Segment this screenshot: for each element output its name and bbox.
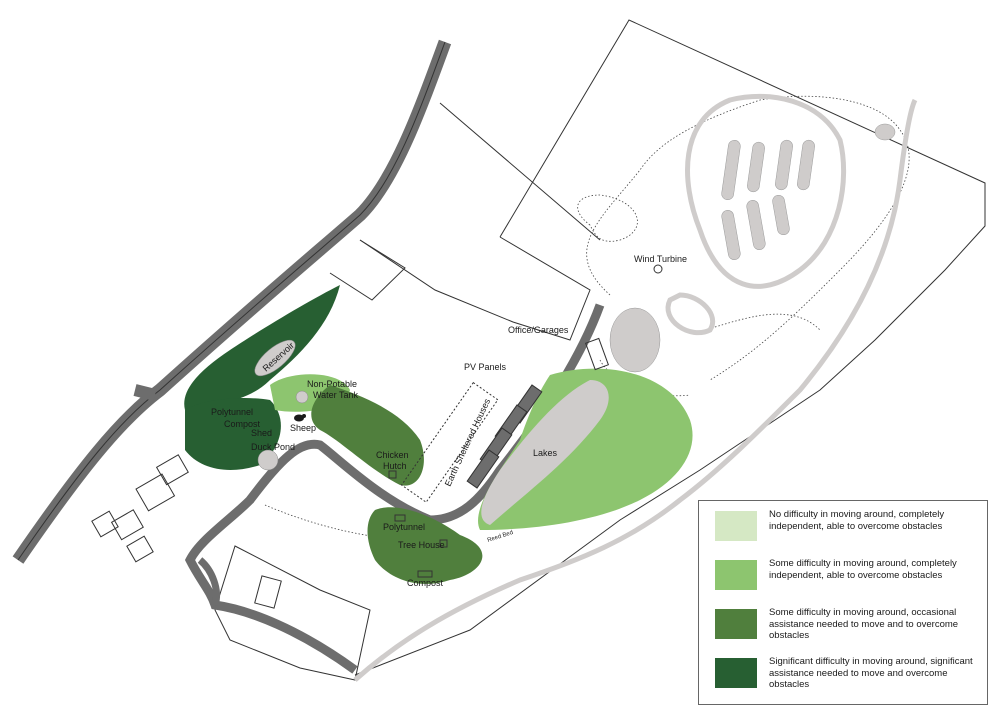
light-paths bbox=[353, 93, 918, 682]
access-road-branch bbox=[197, 557, 220, 607]
legend-item-4: Significant difficulty in moving around,… bbox=[715, 656, 979, 692]
legend-box: No difficulty in moving around, complete… bbox=[698, 500, 988, 705]
field-boundaries bbox=[214, 19, 986, 681]
compost-marker bbox=[417, 570, 433, 578]
legend-text-2: Some difficulty in moving around, comple… bbox=[769, 558, 957, 581]
tree-house-marker bbox=[439, 539, 448, 548]
zone-lake-area bbox=[478, 368, 693, 530]
polytunnel-bottom-label: Polytunnel bbox=[383, 522, 425, 532]
office-garages-building bbox=[584, 337, 610, 371]
non-potable-label-line1: Non-Potable bbox=[307, 379, 357, 389]
zone-compost bbox=[185, 398, 281, 470]
lakes-label: Lakes bbox=[533, 448, 558, 458]
non-potable-label-line2: Water Tank bbox=[313, 390, 359, 400]
polytunnel-top-label: Polytunnel bbox=[211, 407, 253, 417]
accessibility-zones bbox=[184, 285, 693, 584]
pv-panels-label: PV Panels bbox=[464, 362, 507, 372]
legend-swatch-1 bbox=[715, 511, 757, 541]
reed-bed-label: Reed Bed bbox=[487, 530, 514, 544]
duck-pond bbox=[257, 449, 279, 471]
main-road-edge bbox=[17, 41, 446, 561]
legend-text-3: Some difficulty in moving around, occasi… bbox=[769, 607, 959, 641]
legend-text-4: Significant difficulty in moving around,… bbox=[769, 656, 973, 690]
side-road bbox=[133, 384, 157, 401]
tennis-court bbox=[254, 575, 282, 609]
chicken-label-line1: Chicken bbox=[376, 450, 409, 460]
legend-swatch-4 bbox=[715, 658, 757, 688]
sheep-label: Sheep bbox=[290, 423, 316, 433]
tree-house-label: Tree House bbox=[398, 540, 445, 550]
chicken-label-line2: Hutch bbox=[383, 461, 407, 471]
main-road bbox=[12, 39, 452, 564]
house-cluster bbox=[91, 454, 189, 563]
legend-swatch-3 bbox=[715, 609, 757, 639]
legend-item-1: No difficulty in moving around, complete… bbox=[715, 509, 979, 545]
sheep-icon bbox=[294, 414, 306, 422]
legend-item-2: Some difficulty in moving around, comple… bbox=[715, 558, 979, 594]
legend-item-3: Some difficulty in moving around, occasi… bbox=[715, 607, 979, 643]
wind-turbine-label: Wind Turbine bbox=[634, 254, 687, 264]
polytunnel-marker bbox=[394, 514, 406, 522]
legend-text-1: No difficulty in moving around, complete… bbox=[769, 509, 945, 532]
office-garages-label: Office/Garages bbox=[508, 325, 569, 335]
compost-bottom-label: Compost bbox=[407, 578, 444, 588]
wind-turbine-marker bbox=[653, 264, 663, 274]
chicken-hutch-marker bbox=[388, 470, 397, 479]
compost-label-line2: Shed bbox=[251, 428, 272, 438]
legend-swatch-2 bbox=[715, 560, 757, 590]
pv-panels-outline bbox=[400, 381, 499, 503]
reservoir-shape bbox=[254, 339, 296, 377]
zone-chicken bbox=[311, 385, 424, 486]
zone-polytunnel bbox=[367, 507, 483, 584]
zone-lakes bbox=[481, 380, 609, 525]
zone-reservoir bbox=[184, 285, 340, 410]
light-paths-fill bbox=[609, 123, 896, 373]
compost-label-line1: Compost bbox=[224, 419, 261, 429]
earth-sheltered-houses bbox=[466, 384, 543, 489]
duck-pond-label: Duck Pond bbox=[251, 442, 295, 452]
water-tank bbox=[295, 390, 309, 404]
buildings bbox=[91, 264, 663, 609]
